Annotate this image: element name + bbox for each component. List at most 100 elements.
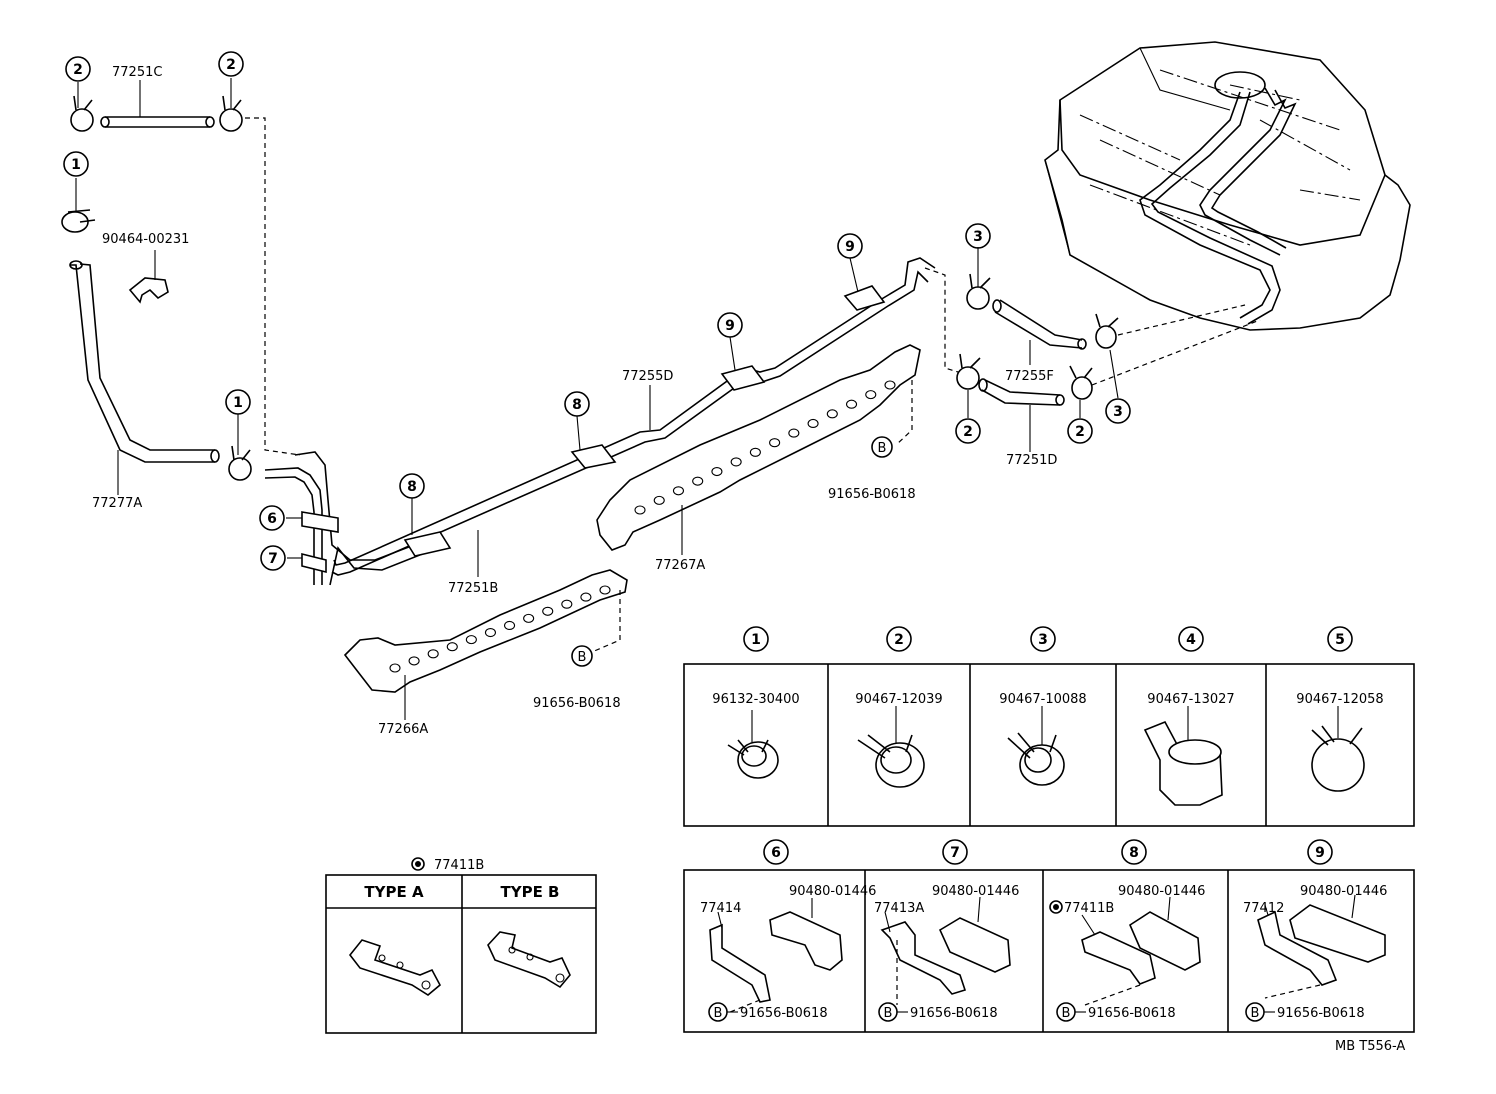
bracket-hole: [542, 606, 554, 616]
hose-77251C: [100, 116, 215, 128]
leader-lines: [245, 117, 1261, 653]
svg-text:8: 8: [572, 397, 582, 413]
svg-text:91656-B0618: 91656-B0618: [1277, 1006, 1365, 1021]
clamp-1-icon: [727, 710, 779, 779]
svg-text:91656-B0618: 91656-B0618: [1088, 1006, 1176, 1021]
bracket-bolt-8: B 91656-B0618: [1056, 1002, 1176, 1022]
bracket-part-8: 77411B: [1064, 901, 1114, 916]
label-77251D: 77251D: [1006, 453, 1057, 468]
svg-text:9: 9: [725, 318, 735, 334]
bracket-bolt-7: B 91656-B0618: [878, 1002, 998, 1022]
callout-B-upper: B: [871, 436, 893, 458]
callout-1-filler: 1: [63, 151, 89, 177]
bracket-hole: [408, 656, 420, 666]
clamp-2-icon: [857, 706, 925, 788]
hose-clamp-icon: [61, 95, 1119, 481]
hose-77251D: [978, 378, 1065, 406]
callout-1-lower: 1: [225, 389, 251, 415]
line-clamp-9a: [720, 365, 766, 391]
bracket-clamp-part-7: 90480-01446: [932, 884, 1019, 899]
bracket-hole: [634, 505, 646, 515]
diagram-code: MB T556-A: [1335, 1039, 1405, 1054]
bracket-hole: [599, 585, 611, 595]
callout-9-right: 9: [837, 233, 863, 259]
bracket-hole: [446, 642, 458, 652]
bracket-hole: [580, 592, 592, 602]
bracket-part-9: 77412: [1243, 901, 1284, 916]
label-77251C: 77251C: [112, 65, 162, 80]
bracket-hole: [807, 418, 819, 429]
svg-text:8: 8: [407, 479, 417, 495]
callout-2-mid: 2: [955, 418, 981, 444]
callout-6: 6: [259, 505, 285, 531]
clamp-part-1: 96132-30400: [712, 692, 799, 707]
bracket-hole: [865, 390, 877, 400]
bracket-hole: [389, 663, 401, 673]
bracket-hole: [769, 438, 781, 448]
svg-text:B: B: [884, 1006, 893, 1021]
callout-2-left: 2: [65, 56, 91, 82]
line-clamp-7: [301, 552, 327, 574]
type-a-bracket-icon: [348, 939, 442, 996]
hose-77277A: [69, 260, 220, 463]
callout-2-right: 2: [218, 51, 244, 77]
line-clamp-8b: [570, 444, 617, 469]
bracket-9-icon: [1257, 894, 1386, 999]
label-91656-B0618-lower: 91656-B0618: [533, 696, 621, 711]
svg-text:2: 2: [1075, 424, 1085, 440]
svg-text:B: B: [1251, 1006, 1260, 1021]
callout-3-top: 3: [965, 223, 991, 249]
hose-77255F: [992, 299, 1087, 350]
svg-text:B: B: [1062, 1006, 1071, 1021]
bracket-part-6: 77414: [700, 901, 741, 916]
svg-text:91656-B0618: 91656-B0618: [740, 1006, 828, 1021]
svg-text:3: 3: [1038, 632, 1048, 648]
svg-text:1: 1: [71, 157, 81, 173]
svg-text:7: 7: [950, 845, 960, 861]
type-table: 77411B TYPE A TYPE B: [325, 857, 597, 1034]
clamp-header-5: 5: [1327, 626, 1353, 652]
clamp-4-icon: [1143, 706, 1223, 806]
label-77255F: 77255F: [1005, 369, 1054, 384]
label-77266A: 77266A: [378, 722, 428, 737]
label-leaders: [75, 78, 1119, 720]
label-91656-B0618-upper: 91656-B0618: [828, 487, 916, 502]
bracket-header-8: 8: [1121, 839, 1147, 865]
svg-text:5: 5: [1335, 632, 1345, 648]
bracket-hole: [503, 620, 516, 631]
svg-text:6: 6: [267, 511, 277, 527]
fuel-tank: [1044, 41, 1411, 331]
bracket-hole: [845, 399, 858, 409]
bracket-hole: [692, 476, 704, 486]
type-a-header: TYPE A: [364, 883, 424, 901]
bracket-header-6: 6: [763, 839, 789, 865]
svg-text:1: 1: [751, 632, 761, 648]
type-b-header: TYPE B: [501, 883, 560, 901]
line-clamp-9b: [843, 285, 886, 311]
bracket-hole: [484, 627, 497, 638]
svg-text:2: 2: [963, 424, 973, 440]
callout-3-right: 3: [1105, 398, 1131, 424]
bracket-clamp-part-6: 90480-01446: [789, 884, 876, 899]
svg-text:2: 2: [73, 62, 83, 78]
svg-text:9: 9: [1315, 845, 1325, 861]
label-90464-00231: 90464-00231: [102, 232, 189, 247]
svg-text:9: 9: [845, 239, 855, 255]
bracket-part-7: 77413A: [874, 901, 924, 916]
bracket-hole: [730, 457, 742, 467]
svg-text:91656-B0618: 91656-B0618: [910, 1006, 998, 1021]
bracket-hole: [749, 447, 761, 457]
bracket-77267A-holes: [634, 380, 896, 515]
bracket-bolt-9: B 91656-B0618: [1245, 1002, 1365, 1022]
label-77255D: 77255D: [622, 369, 673, 384]
clamp-part-5: 90467-12058: [1296, 692, 1383, 707]
label-77251B: 77251B: [448, 581, 498, 596]
clamp-5-icon: [1311, 706, 1365, 792]
callout-9-left: 9: [717, 312, 743, 338]
label-77277A: 77277A: [92, 496, 142, 511]
